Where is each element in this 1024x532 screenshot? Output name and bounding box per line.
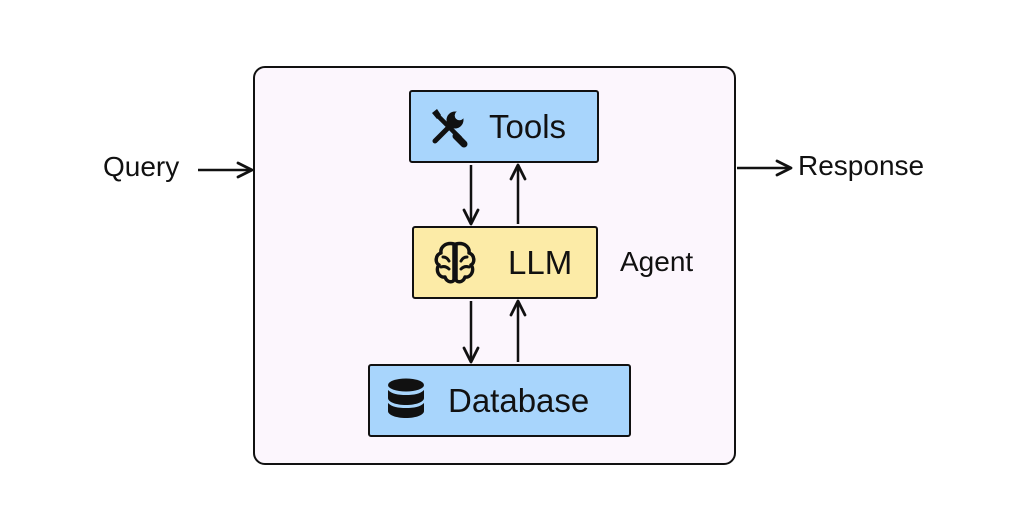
agent-label: Agent (620, 246, 694, 277)
brain-icon (430, 238, 480, 288)
tools-label: Tools (489, 108, 567, 145)
database-icon (384, 376, 428, 426)
llm-label: LLM (508, 244, 573, 281)
database-label: Database (448, 382, 590, 419)
query-label: Query (103, 151, 180, 182)
llm-node: LLM (412, 226, 598, 299)
tools-icon (427, 105, 471, 149)
response-label: Response (798, 150, 925, 181)
tools-node: Tools (409, 90, 599, 163)
database-node: Database (368, 364, 631, 437)
